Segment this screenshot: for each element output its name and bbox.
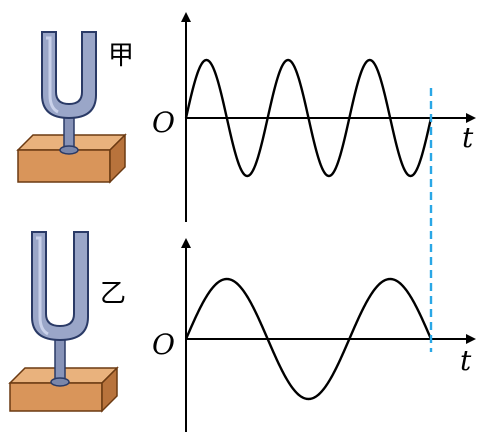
fork-label-jia: 甲 xyxy=(108,41,134,71)
t-label-jia: t xyxy=(462,121,474,154)
panel-yi: 乙 O t xyxy=(8,231,476,432)
fork-label-yi: 乙 xyxy=(100,279,126,309)
waveform-yi xyxy=(184,277,433,401)
tuning-fork-jia xyxy=(16,31,127,184)
t-label-yi: t xyxy=(460,344,472,377)
origin-label-jia: O xyxy=(152,106,175,139)
panel-jia: 甲 O t xyxy=(16,12,476,222)
origin-label-yi: O xyxy=(152,328,175,361)
waveform-jia xyxy=(184,58,433,178)
tuning-fork-yi xyxy=(8,231,119,413)
